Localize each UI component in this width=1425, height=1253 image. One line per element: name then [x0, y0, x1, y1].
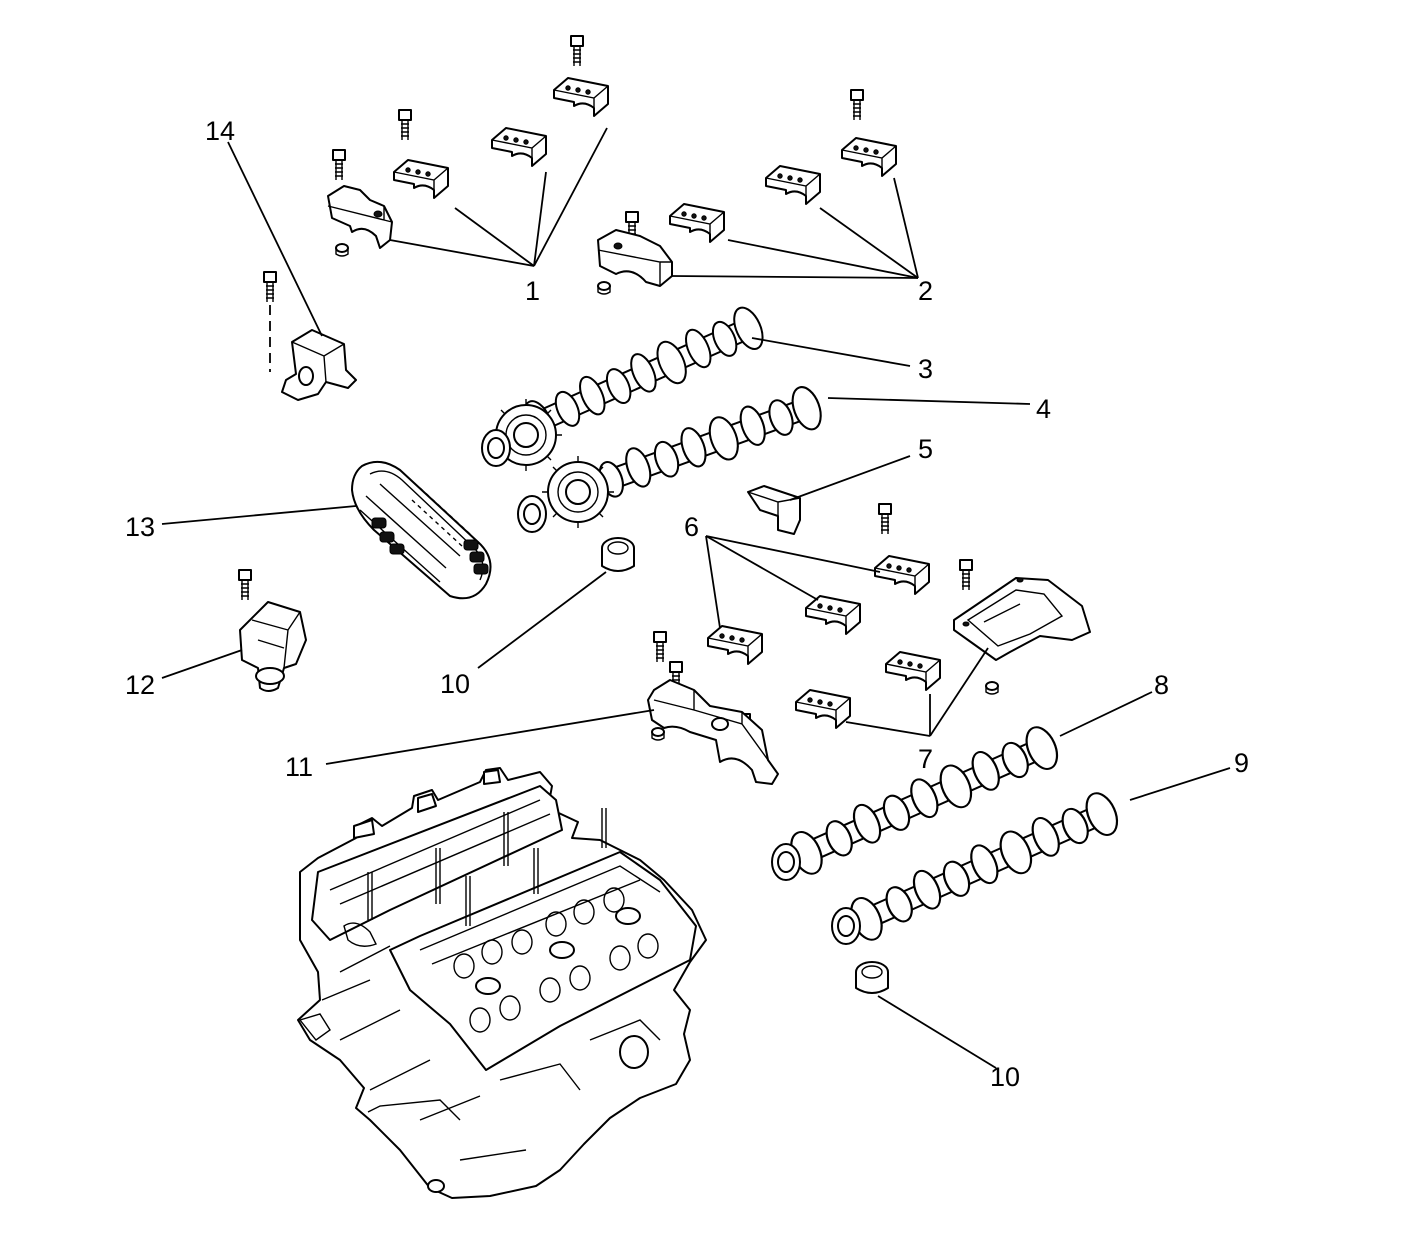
- leader-lines-1: [389, 127, 608, 267]
- engine-block-assembly: [297, 767, 707, 1199]
- callout-14: 14: [205, 116, 235, 146]
- leader-13: [161, 505, 357, 525]
- plug-10-upper: [601, 537, 635, 572]
- leader-12: [161, 649, 243, 679]
- timing-chain-13: [351, 460, 492, 600]
- leader-10-upper: [477, 571, 607, 669]
- callout-13: 13: [125, 512, 155, 542]
- callout-1: 1: [525, 276, 540, 306]
- leader-lines-2: [671, 177, 919, 279]
- leader-3: [751, 337, 911, 367]
- leader-5: [789, 455, 911, 501]
- leader-lines-6: [705, 535, 881, 629]
- plug-10-lower: [855, 961, 889, 994]
- callout-3: 3: [918, 354, 933, 384]
- callout-8: 8: [1154, 670, 1169, 700]
- callout-12: 12: [125, 670, 155, 700]
- leader-8: [1059, 691, 1153, 737]
- callout-9: 9: [1234, 748, 1249, 778]
- leader-11: [325, 709, 655, 765]
- camshaft-3: [481, 302, 770, 472]
- front-bearing-housing-11: [647, 631, 779, 785]
- callout-5: 5: [918, 434, 933, 464]
- bearing-cap-set-7: [795, 559, 1091, 729]
- camshaft-8: [771, 721, 1065, 884]
- bearing-cap-set-1: [327, 35, 609, 257]
- leader-lines-7: [845, 647, 989, 737]
- camshaft-4: [517, 382, 828, 533]
- callout-6: 6: [684, 512, 699, 542]
- chain-guide-bracket-14: [263, 271, 357, 401]
- callout-10-upper: 10: [440, 669, 470, 699]
- callout-10-lower: 10: [990, 1062, 1020, 1092]
- callout-4: 4: [1036, 394, 1051, 424]
- callout-7: 7: [918, 744, 933, 774]
- callout-11: 11: [285, 752, 313, 782]
- bracket-5: [747, 485, 801, 535]
- callout-2: 2: [918, 276, 933, 306]
- leader-14: [227, 141, 323, 337]
- bearing-cap-set-2: [597, 89, 897, 295]
- camshaft-9: [831, 787, 1125, 950]
- bearing-cap-set-6: [707, 503, 930, 665]
- chain-tensioner-12: [238, 569, 307, 692]
- leader-9: [1129, 767, 1231, 801]
- leader-10-lower: [877, 995, 997, 1069]
- leader-4: [827, 397, 1031, 405]
